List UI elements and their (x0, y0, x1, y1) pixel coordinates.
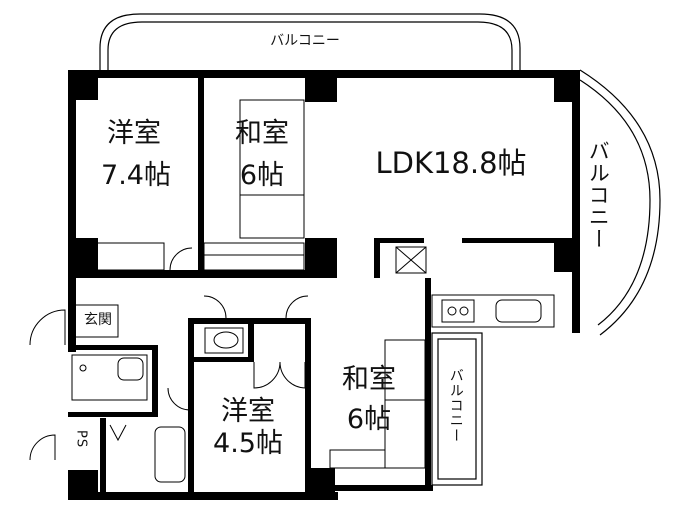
pillar (68, 470, 98, 500)
pillar (68, 70, 98, 100)
pillar (554, 238, 580, 272)
room-label-entrance: 玄関 (84, 312, 112, 328)
closet (91, 242, 165, 271)
pillar (305, 468, 335, 498)
room-label-ps: PS (73, 430, 89, 449)
balcony-label-top: バルコニー (270, 33, 340, 49)
room-label-western-1-size: 7.4帖 (101, 160, 171, 191)
balcony-label-small: バルコニー (447, 368, 464, 443)
sink-icon (495, 299, 542, 323)
kitchen-counter (431, 294, 555, 328)
room-label-western-2-size: 4.5帖 (213, 428, 283, 459)
bathtub-icon (154, 426, 186, 483)
right-balcony-outline (579, 69, 661, 336)
room-label-japanese-1-size: 6帖 (239, 160, 285, 191)
room-label-japanese-2-size: 6帖 (346, 404, 392, 435)
toilet-icon (204, 327, 244, 354)
fridge-space (395, 246, 427, 274)
room-label-western-1-name: 洋室 (107, 118, 161, 149)
closet (203, 242, 305, 271)
room-label-western-2-name: 洋室 (221, 396, 275, 427)
room-label-japanese-1-name: 和室 (235, 118, 289, 149)
small-balcony-outline (431, 332, 483, 486)
balcony-label-right: バルコニー (586, 140, 611, 250)
pillar (305, 70, 337, 102)
stove-icon (441, 299, 475, 323)
washbasin-icon (71, 354, 148, 401)
room-label-ldk: LDK18.8帖 (375, 146, 527, 180)
room-label-japanese-2-name: 和室 (342, 364, 396, 395)
top-balcony-outline (99, 13, 521, 70)
pillar (554, 70, 580, 102)
